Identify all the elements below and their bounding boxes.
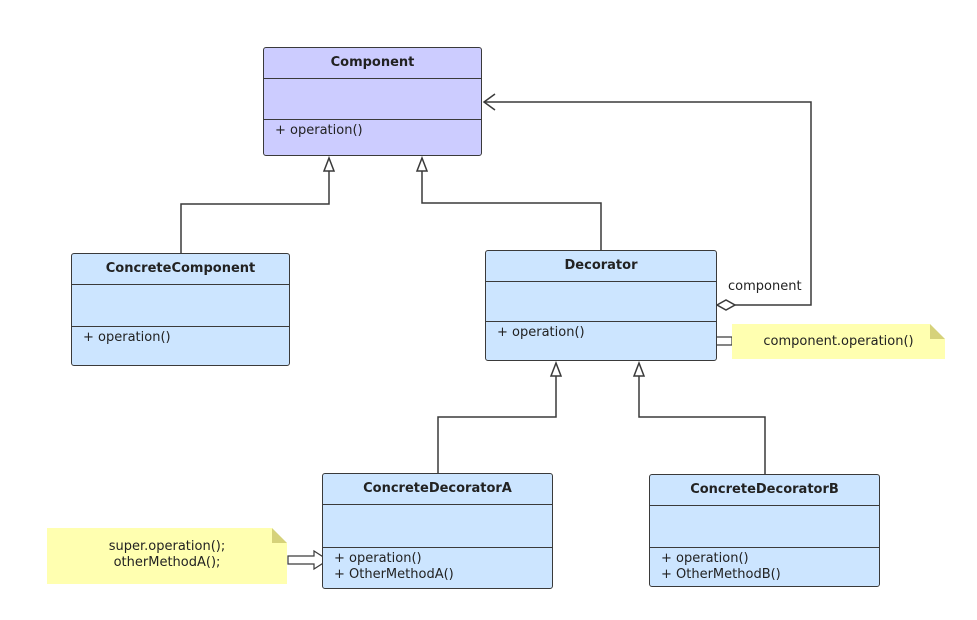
attributes-compartment — [264, 79, 481, 120]
generalization-arrowhead — [632, 360, 646, 377]
class-name: ConcreteComponent — [72, 254, 289, 285]
attributes-compartment — [323, 505, 552, 548]
note-link-arrow — [287, 549, 330, 571]
operation: + operation() — [334, 551, 422, 566]
operation: + operation() — [661, 551, 749, 566]
operations-compartment: + operation() — [486, 322, 716, 341]
operations-compartment: + operation() — [264, 120, 481, 139]
generalization-concretecomponent-to-component — [180, 171, 330, 253]
note-text: component.operation() — [763, 334, 914, 349]
class-name: Component — [264, 48, 481, 79]
generalization-decorator-to-component — [421, 171, 602, 250]
generalization-arrowhead — [415, 155, 429, 172]
attributes-compartment — [650, 506, 879, 548]
class-name: ConcreteDecoratorA — [323, 474, 552, 505]
note-concrete-decorator-a-operation[interactable]: super.operation(); otherMethodA(); — [47, 528, 287, 584]
operations-compartment: + operation() + OtherMethodB() — [650, 548, 879, 583]
class-component[interactable]: Component + operation() — [263, 47, 482, 156]
operations-compartment: + operation() + OtherMethodA() — [323, 548, 552, 583]
attributes-compartment — [72, 285, 289, 327]
generalization-concretedecoratorb-to-decorator — [638, 376, 766, 474]
generalization-concretedecoratora-to-decorator — [437, 376, 557, 473]
operation: + operation() — [83, 330, 171, 345]
class-decorator[interactable]: Decorator + operation() — [485, 250, 717, 361]
generalization-arrowhead — [322, 155, 336, 172]
open-arrowhead — [482, 93, 496, 111]
class-concrete-decorator-b[interactable]: ConcreteDecoratorB + operation() + Other… — [649, 474, 880, 587]
class-name: Decorator — [486, 251, 716, 282]
operation: + OtherMethodB() — [661, 567, 781, 582]
note-line: otherMethodA(); — [113, 555, 221, 570]
note-text: super.operation(); otherMethodA(); — [47, 539, 287, 571]
note-line: super.operation(); — [108, 539, 226, 554]
operations-compartment: + operation() — [72, 327, 289, 346]
class-name: ConcreteDecoratorB — [650, 475, 879, 506]
aggregation-decorator-component-line — [484, 101, 812, 306]
association-role-label: component — [728, 279, 802, 294]
note-corner-fold — [930, 324, 945, 339]
note-corner-fold — [272, 528, 287, 543]
class-concrete-component[interactable]: ConcreteComponent + operation() — [71, 253, 290, 366]
operation: + operation() — [497, 325, 585, 340]
attributes-compartment — [486, 282, 716, 322]
generalization-arrowhead — [549, 360, 563, 377]
class-concrete-decorator-a[interactable]: ConcreteDecoratorA + operation() + Other… — [322, 473, 553, 589]
note-decorator-operation[interactable]: component.operation() — [732, 324, 945, 359]
aggregation-diamond — [715, 299, 737, 311]
operation: + OtherMethodA() — [334, 567, 454, 582]
operation: + operation() — [275, 123, 363, 138]
